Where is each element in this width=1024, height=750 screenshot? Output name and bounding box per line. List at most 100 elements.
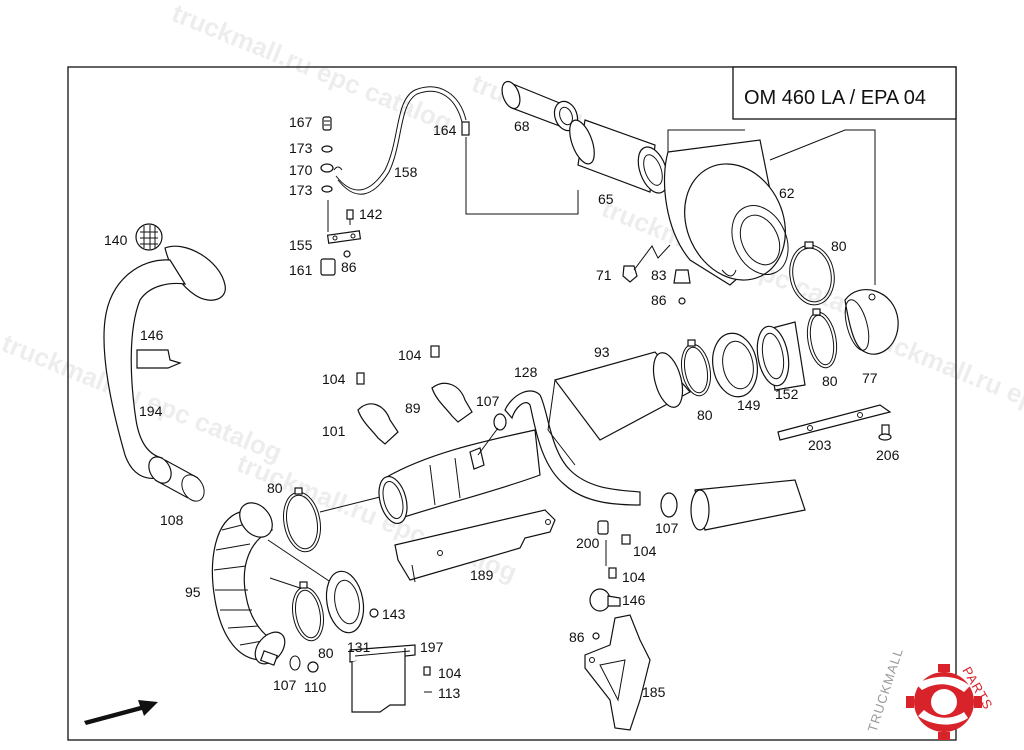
label-146[interactable]: 146 (622, 592, 646, 608)
label-194[interactable]: 194 (139, 403, 163, 419)
label-86[interactable]: 86 (651, 292, 667, 308)
part-107[interactable] (660, 492, 678, 518)
part-86[interactable] (678, 297, 686, 305)
clamp-80[interactable] (785, 241, 839, 309)
label-173[interactable]: 173 (289, 182, 313, 198)
part-161[interactable] (320, 258, 336, 276)
label-62[interactable]: 62 (779, 185, 795, 201)
bracket-197[interactable] (349, 644, 416, 713)
part-170[interactable] (320, 163, 343, 173)
label-86[interactable]: 86 (569, 629, 585, 645)
part-143[interactable] (369, 608, 379, 618)
part-142[interactable] (346, 209, 354, 225)
bolt-104[interactable] (423, 666, 431, 676)
label-158[interactable]: 158 (394, 164, 418, 180)
flange-131[interactable] (322, 568, 368, 635)
label-68[interactable]: 68 (514, 118, 530, 134)
part-173[interactable] (321, 185, 333, 193)
part-83[interactable] (673, 269, 691, 284)
label-93[interactable]: 93 (594, 344, 610, 360)
corrugated-hose-95[interactable] (211, 496, 290, 669)
part-155[interactable] (326, 230, 362, 244)
label-155[interactable]: 155 (289, 237, 313, 253)
label-107[interactable]: 107 (273, 677, 297, 693)
label-107[interactable]: 107 (655, 520, 679, 536)
label-161[interactable]: 161 (289, 262, 313, 278)
clamp-80[interactable] (678, 339, 715, 398)
filter-element-68[interactable] (499, 79, 582, 134)
clamp-80[interactable] (289, 581, 328, 643)
label-80[interactable]: 80 (822, 373, 838, 389)
part-167[interactable] (322, 116, 332, 131)
intake-duct[interactable] (374, 429, 541, 527)
label-149[interactable]: 149 (737, 397, 761, 413)
sleeve-152[interactable] (753, 321, 806, 391)
label-86[interactable]: 86 (341, 259, 357, 275)
duct-93[interactable] (547, 350, 691, 466)
label-95[interactable]: 95 (185, 584, 201, 600)
ring-149[interactable] (708, 330, 762, 401)
clamp-146[interactable] (589, 588, 621, 612)
part-71[interactable] (622, 265, 638, 283)
air-filter-housing-62[interactable] (663, 139, 803, 297)
fitting-107[interactable] (259, 650, 301, 671)
heat-shield-189[interactable] (394, 509, 556, 583)
bracket-146[interactable] (136, 349, 182, 369)
strip-203[interactable] (777, 404, 892, 441)
clamp-80[interactable] (803, 308, 840, 370)
label-65[interactable]: 65 (598, 191, 614, 207)
part-86[interactable] (343, 250, 351, 258)
label-185[interactable]: 185 (642, 684, 666, 700)
label-113[interactable]: 113 (438, 685, 461, 701)
label-104[interactable]: 104 (622, 569, 646, 585)
rain-cap-140[interactable] (135, 223, 163, 251)
label-128[interactable]: 128 (514, 364, 538, 380)
label-107[interactable]: 107 (476, 393, 500, 409)
part-107[interactable] (493, 413, 507, 431)
spacer-200[interactable] (597, 520, 609, 535)
label-189[interactable]: 189 (470, 567, 494, 583)
label-108[interactable]: 108 (160, 512, 184, 528)
part-86[interactable] (592, 632, 600, 640)
silencer[interactable] (690, 479, 806, 531)
part-173[interactable] (321, 145, 333, 153)
label-77[interactable]: 77 (862, 370, 878, 386)
label-104[interactable]: 104 (322, 371, 346, 387)
label-104[interactable]: 104 (398, 347, 422, 363)
label-142[interactable]: 142 (359, 206, 383, 222)
label-200[interactable]: 200 (576, 535, 600, 551)
label-143[interactable]: 143 (382, 606, 406, 622)
label-80[interactable]: 80 (697, 407, 713, 423)
bolt-104[interactable] (621, 534, 631, 545)
label-173[interactable]: 173 (289, 140, 313, 156)
label-110[interactable]: 110 (304, 679, 327, 695)
intake-hose-194[interactable] (103, 259, 187, 480)
clamp-80[interactable] (279, 487, 325, 555)
label-80[interactable]: 80 (318, 645, 334, 661)
label-104[interactable]: 104 (438, 665, 462, 681)
bolt-104[interactable] (608, 567, 617, 579)
bracket-185[interactable] (584, 614, 651, 731)
label-89[interactable]: 89 (405, 400, 421, 416)
label-101[interactable]: 101 (322, 423, 346, 439)
label-197[interactable]: 197 (420, 639, 444, 655)
clip-89[interactable] (430, 345, 473, 423)
label-80[interactable]: 80 (831, 238, 847, 254)
label-170[interactable]: 170 (289, 162, 313, 178)
label-152[interactable]: 152 (775, 386, 799, 402)
clip-101[interactable] (356, 372, 399, 445)
label-80[interactable]: 80 (267, 480, 283, 496)
clamp-108[interactable] (144, 453, 208, 505)
label-203[interactable]: 203 (808, 437, 832, 453)
label-71[interactable]: 71 (596, 267, 612, 283)
label-131[interactable]: 131 (347, 639, 371, 655)
pipe-128[interactable] (504, 390, 641, 506)
bolt-206[interactable] (878, 424, 892, 441)
label-167[interactable]: 167 (289, 114, 313, 130)
end-cap-77[interactable] (841, 289, 899, 355)
label-164[interactable]: 164 (433, 122, 457, 138)
hose-158[interactable] (335, 86, 467, 191)
label-146[interactable]: 146 (140, 327, 164, 343)
label-104[interactable]: 104 (633, 543, 657, 559)
label-140[interactable]: 140 (104, 232, 128, 248)
